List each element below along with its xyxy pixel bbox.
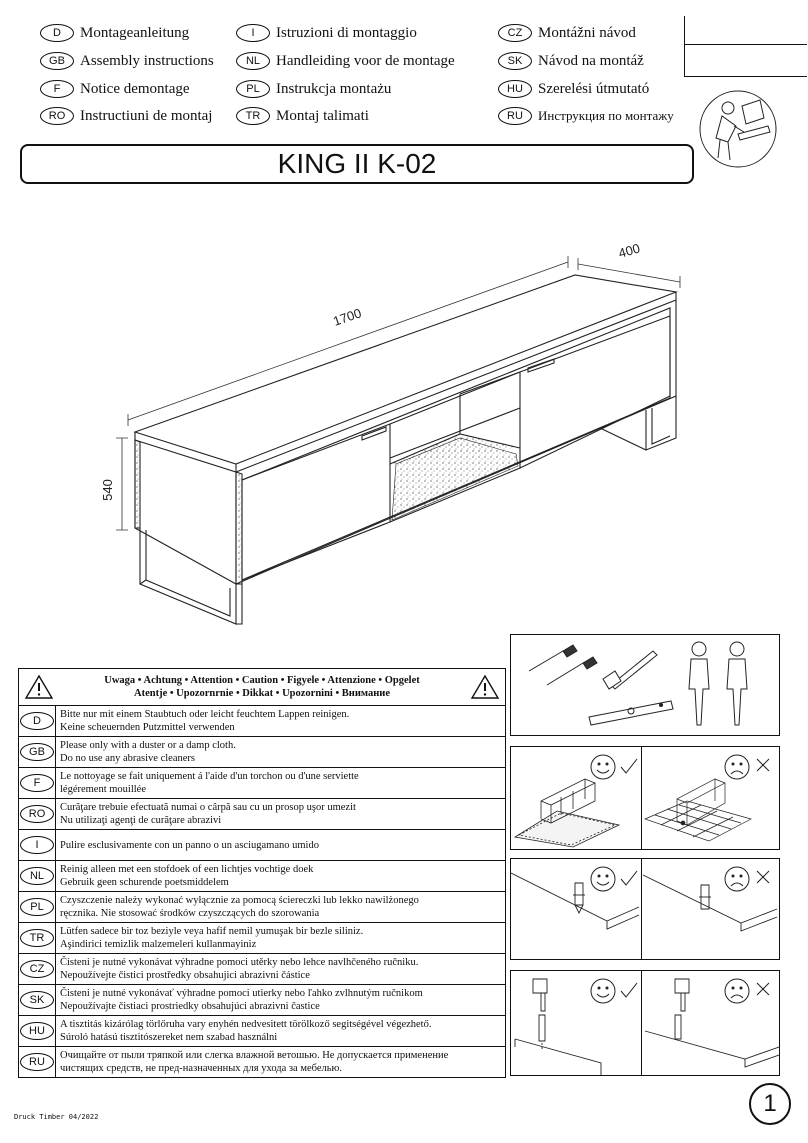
cross-mark-icon [756,870,770,884]
two-person-icon [688,641,748,726]
smiley-happy-icon [590,978,616,1004]
warning-triangle-icon [24,674,54,699]
check-mark-icon [620,982,638,998]
cross-mark-icon [756,982,770,996]
smiley-sad-icon [724,866,750,892]
cross-mark-icon [756,758,770,772]
check-mark-icon [620,870,638,886]
care-header: Uwaga • Achtung • Attention • Caution • … [19,669,505,706]
corner-box [684,16,807,77]
page-title: KING II K-02 [20,144,694,184]
floor-protection-panel [510,746,780,850]
assembler-at-computer-icon [699,90,777,168]
check-mark-icon [620,758,638,774]
hammer-dowel-panel [510,970,780,1076]
smiley-happy-icon [590,754,616,780]
smiley-happy-icon [590,866,616,892]
tools-panel [510,634,780,736]
care-header-line2: Atentje • Upozornrnie • Dikkat • Upozorn… [134,688,390,699]
dimension-width: 1700 [331,305,363,329]
smiley-sad-icon [724,978,750,1004]
dimension-depth: 400 [617,240,642,260]
screwdriver-icon [528,644,598,686]
tv-stand-drawing: 1700 400 540 [100,240,681,625]
dimension-height: 540 [100,479,115,501]
care-instructions-table: Uwaga • Achtung • Attention • Caution • … [18,668,506,1078]
spirit-level-icon [588,700,674,726]
print-footer: Druck Timber 04/2022 [14,1113,99,1121]
care-header-line1: Uwaga • Achtung • Attention • Caution • … [104,675,420,686]
dowel-insertion-panel [510,858,780,960]
hammer-icon [602,650,658,690]
page-number: 1 [749,1083,791,1125]
smiley-sad-icon [724,754,750,780]
warning-triangle-icon [470,674,500,699]
